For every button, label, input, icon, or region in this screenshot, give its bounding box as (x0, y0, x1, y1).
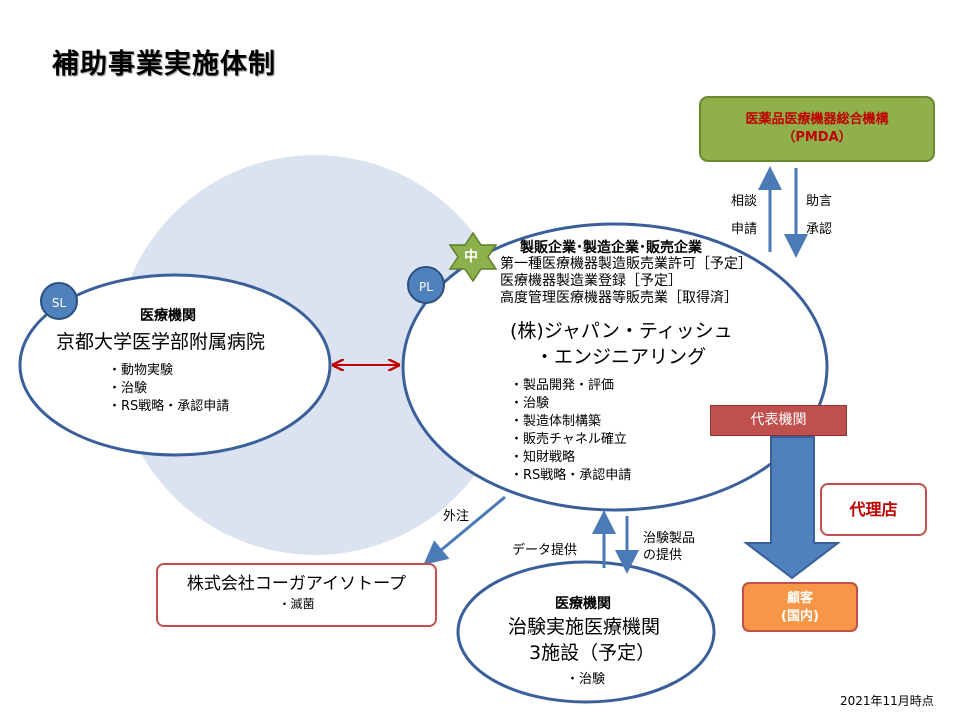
consult-label: 相談 (731, 194, 758, 209)
koga-name: 株式会社コーガアイソトープ (186, 574, 407, 594)
customer-label: 顧客 (786, 591, 813, 606)
pmda-name: 医薬品医療機器総合機構 (745, 112, 889, 127)
koga-item: ・滅菌 (278, 597, 315, 611)
kyoto-item-list: ・動物実験 ・治験 ・RS戦略・承認申請 (108, 362, 229, 416)
trial-count: 3施設（予定） (529, 642, 656, 664)
star-badge (448, 231, 498, 283)
jte-item-list: ・製品開発・評価 ・治験 ・製造体制構築 ・販売チャネル確立 ・知財戦略 ・RS… (510, 377, 631, 485)
sl-badge: SL (40, 282, 78, 320)
page-title: 補助事業実施体制 (52, 49, 276, 80)
jte-item: ・製造体制構築 (510, 414, 602, 429)
jte-item: ・販売チャネル確立 (510, 432, 627, 447)
date-note: 2021年11月時点 (840, 694, 934, 708)
jte-item: ・治験 (510, 396, 550, 411)
jte-license: 高度管理医療機器等販売業［取得済］ (500, 290, 738, 306)
apply-label: 申請 (731, 222, 758, 237)
jte-header: 製販企業･製造企業･販売企業 (520, 240, 702, 256)
data-provision-label: データ提供 (512, 543, 578, 558)
representative-badge: 代表機関 (710, 405, 847, 436)
star-label: 中 (464, 249, 478, 265)
pmda-box: 医薬品医療機器総合機構 （PMDA） (699, 96, 935, 162)
kyoto-ellipse (18, 273, 332, 457)
jte-item: ・知財戦略 (510, 450, 576, 465)
trial-item: ・治験 (566, 672, 606, 687)
koga-box: 株式会社コーガアイソトープ ・滅菌 (156, 563, 437, 627)
approval-label: 承認 (806, 222, 833, 237)
agent-box: 代理店 (820, 483, 927, 536)
jte-license-list: 第一種医療機器製造販売業許可［予定］ 医療機器製造業登録［予定］ 高度管理医療機… (500, 256, 752, 307)
trial-category: 医療機関 (555, 596, 611, 612)
trial-ellipse (456, 560, 716, 704)
jte-name-line1: (株)ジャパン・ティッシュ (510, 320, 733, 342)
customer-region: (国内) (781, 609, 819, 624)
kyoto-category: 医療機関 (140, 308, 196, 324)
jte-item: ・RS戦略・承認申請 (510, 468, 632, 483)
jte-item: ・製品開発・評価 (510, 378, 615, 393)
outsource-label: 外注 (443, 509, 470, 524)
jte-name-line2: ・エンジニアリング (535, 346, 707, 368)
sales-flow-arrow (743, 436, 841, 580)
jte-license: 医療機器製造業登録［予定］ (500, 273, 682, 289)
advice-label: 助言 (806, 194, 833, 209)
pl-badge: PL (407, 266, 445, 304)
kyoto-item: ・治験 (108, 381, 148, 396)
outsource-arrow (423, 495, 506, 565)
pmda-abbrev: （PMDA） (782, 130, 852, 145)
trial-product-label-line: 治験製品 (643, 531, 696, 546)
customer-box: 顧客 (国内) (742, 582, 858, 632)
trial-name: 治験実施医療機関 (508, 616, 661, 638)
trial-product-label-line: の提供 (643, 548, 683, 563)
trial-product-label: 治験製品 の提供 (643, 530, 695, 564)
kyoto-item: ・動物実験 (108, 363, 174, 378)
kyoto-name: 京都大学医学部附属病院 (56, 331, 266, 353)
jte-license: 第一種医療機器製造販売業許可［予定］ (500, 256, 752, 272)
kyoto-item: ・RS戦略・承認申請 (108, 399, 230, 414)
